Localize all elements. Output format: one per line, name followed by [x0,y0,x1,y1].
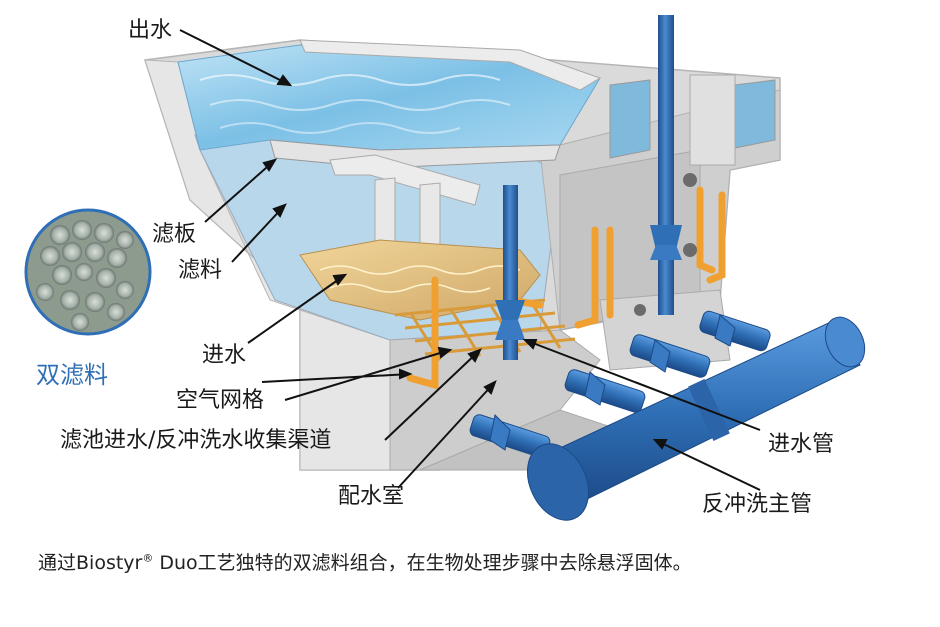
caption-part-2: Duo工艺独特的双滤料组合，在生物处理步骤中去除悬浮固体。 [153,552,692,574]
label-air-grid: 空气网格 [176,388,265,413]
label-filter-media: 滤料 [178,258,223,283]
label-filter-plate: 滤板 [152,222,197,247]
blue-vertical-pipes [495,15,682,360]
label-inlet-water: 进水 [202,343,247,368]
dual-media-inset [24,208,152,336]
label-dual-media: 双滤料 [36,361,108,389]
water-surface [177,39,602,151]
wall-ports [634,173,697,316]
label-outlet-water: 出水 [128,18,173,43]
figure-caption: 通过Biostyr® Duo工艺独特的双滤料组合，在生物处理步骤中去除悬浮固体。 [38,548,692,575]
caption-part-1: 通过Biostyr [38,552,143,574]
label-backwash-main-pipe: 反冲洗主管 [702,492,813,517]
label-inlet-backwash-channel: 滤池进水/反冲洗水收集渠道 [60,428,332,453]
filter-media [299,239,541,321]
backwash-main-pipe [469,310,866,521]
registered-mark: ® [142,551,154,565]
leader-lines [179,29,761,491]
label-inlet-pipe: 进水管 [768,432,835,457]
label-distribution-chamber: 配水室 [338,484,405,509]
